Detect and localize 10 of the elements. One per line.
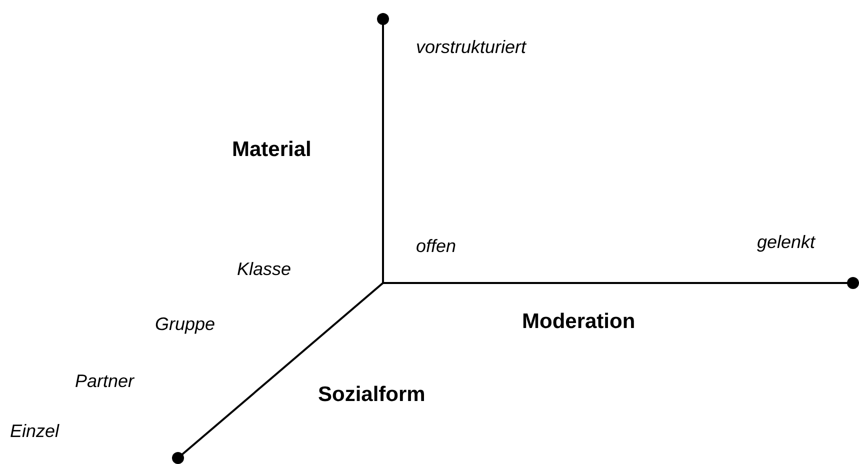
axis-title: Sozialform	[318, 383, 426, 408]
axis-title: Material	[232, 138, 312, 162]
axis-end-label: offen	[416, 236, 456, 257]
axis-tick-label: Partner	[75, 371, 134, 392]
axis-end-label: gelenkt	[757, 232, 816, 253]
axis-title: Moderation	[522, 310, 636, 334]
axis-tick-label: Gruppe	[155, 314, 216, 335]
axis-tick-label: Einzel	[10, 421, 60, 442]
axis-end-label: vorstrukturiert	[416, 37, 526, 58]
axis-tick-label: Klasse	[237, 259, 292, 280]
